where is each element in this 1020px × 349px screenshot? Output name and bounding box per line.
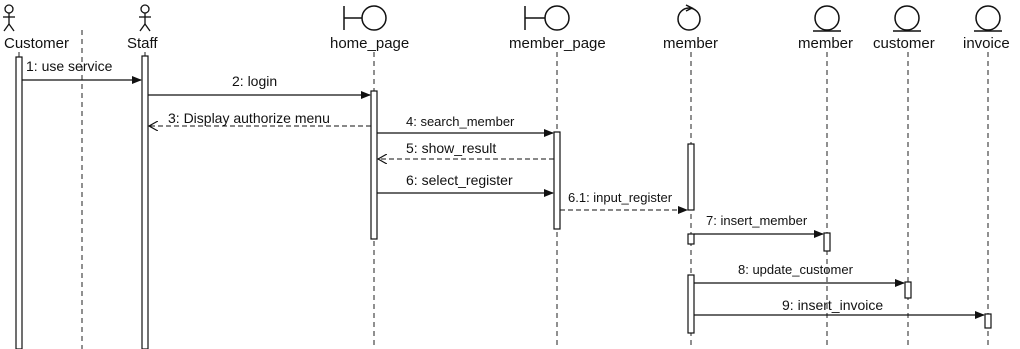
message-8-label: 8: update_customer [738,262,854,277]
invoice-entity: invoice [963,5,1010,52]
customer-activation [15,56,23,349]
message-1: 1: use service [22,58,142,84]
member-control: member [663,4,718,52]
message-4: 4: search_member [377,114,554,137]
customer-entity: customer [873,5,935,52]
home-page-activation [370,90,378,240]
control-icon [677,4,701,31]
actor-icon [139,4,151,32]
message-7-label: 7: insert_member [706,213,808,228]
message-3-label: 3: Display authorize menu [168,110,330,126]
member-entity-activation [823,232,831,252]
customer-entity-activation [904,281,912,299]
invoice-entity-label: invoice [963,35,1010,52]
member-control-activation-3 [687,274,695,334]
home-page-label: home_page [330,35,409,52]
message-6-label: 6: select_register [406,172,513,188]
entity-icon [813,5,841,32]
message-5-return: 5: show_result [378,140,554,159]
member-page-activation [553,131,561,230]
member-control-label: member [663,35,718,52]
message-9: 9: insert_invoice [694,297,985,319]
entity-icon [893,5,921,32]
entity-icon [974,5,1002,32]
customer-entity-label: customer [873,35,935,52]
member-entity-label: member [798,35,853,52]
message-2: 2: login [148,73,371,99]
home-page-boundary: home_page [330,5,409,52]
boundary-icon [343,5,387,31]
message-2-label: 2: login [232,73,277,89]
member-control-activation-1 [687,143,695,211]
member-page-boundary: member_page [509,5,606,52]
message-5-label: 5: show_result [406,140,496,156]
member-page-label: member_page [509,35,606,52]
member-control-activation-2 [687,233,695,245]
message-9-label: 9: insert_invoice [782,297,883,313]
activation-bars [15,55,992,349]
customer-label: Customer [4,35,69,52]
message-6-1-label: 6.1: input_register [568,190,673,205]
message-6: 6: select_register [377,172,554,197]
message-7: 7: insert_member [694,213,824,238]
message-1-label: 1: use service [26,58,113,74]
invoice-entity-activation [984,313,992,329]
message-6-1: 6.1: input_register [560,190,688,214]
message-3-return: 3: Display authorize menu [149,110,371,126]
staff-actor: Staff [127,4,158,52]
staff-label: Staff [127,35,158,52]
member-entity: member [798,5,853,52]
message-8: 8: update_customer [694,262,905,287]
staff-activation [141,55,149,349]
message-4-label: 4: search_member [406,114,515,129]
boundary-icon [524,5,570,31]
customer-actor: Customer [3,4,69,52]
actor-icon [3,4,15,32]
